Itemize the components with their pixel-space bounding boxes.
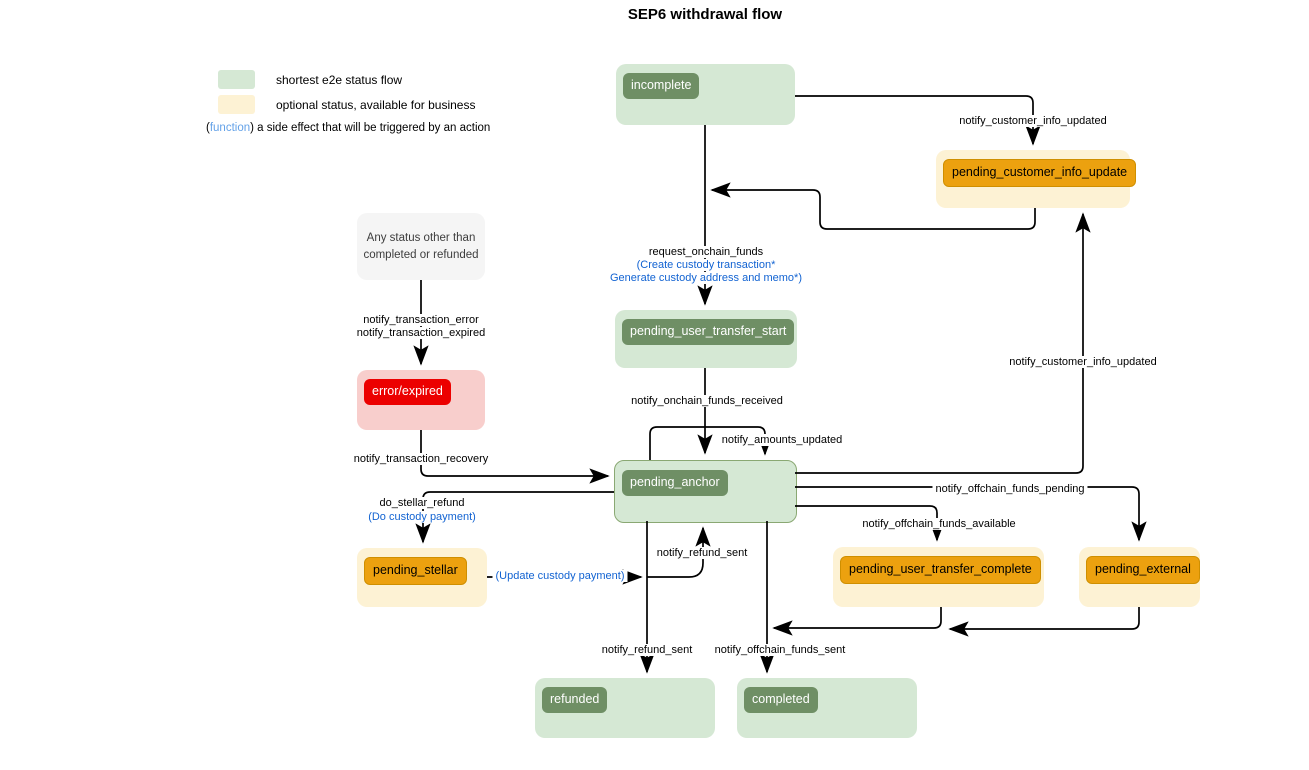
node-refunded: refunded <box>535 678 715 738</box>
node-pending-anchor: pending_anchor <box>614 460 797 523</box>
node-pending-user-transfer-complete-label: pending_user_transfer_complete <box>840 556 1041 584</box>
node-incomplete: incomplete <box>616 64 795 125</box>
node-pending-user-transfer-start-label: pending_user_transfer_start <box>622 319 795 345</box>
node-completed-label: completed <box>744 687 818 713</box>
node-refunded-label: refunded <box>542 687 608 713</box>
edge-label-do-custody-payment: (Do custody payment) <box>365 511 479 523</box>
edge-label-notify-customer-info-updated-right: notify_customer_info_updated <box>1006 356 1160 368</box>
edge-label-notify-amounts-updated: notify_amounts_updated <box>718 434 846 446</box>
node-pending-customer-info-update: pending_customer_info_update <box>936 150 1137 208</box>
legend-green-swatch <box>218 70 255 89</box>
edge-pending-anchor-to-pending-user-transfer-complete <box>795 505 945 542</box>
edge-label-notify-onchain-funds-received: notify_onchain_funds_received <box>628 395 786 407</box>
edge-label-notify-transaction-error: notify_transaction_error <box>360 314 482 326</box>
node-pending-user-transfer-complete: pending_user_transfer_complete <box>833 547 1044 607</box>
edge-label-notify-transaction-recovery: notify_transaction_recovery <box>350 453 492 465</box>
note-any-status-line2: completed or refunded <box>363 248 479 261</box>
node-pending-user-transfer-start: pending_user_transfer_start <box>615 310 797 368</box>
edge-error-expired-to-pending-anchor <box>420 430 610 484</box>
node-pending-customer-info-update-label: pending_customer_info_update <box>943 159 1137 187</box>
legend-green-label: shortest e2e status flow <box>276 73 403 87</box>
edge-label-create-custody-transaction: (Create custody transaction* <box>633 259 779 271</box>
node-error-expired-label: error/expired <box>364 379 451 405</box>
edge-pending-anchor-to-pending-external <box>795 486 1147 542</box>
edge-incomplete-to-pending-customer-info-update <box>795 95 1041 146</box>
edge-pending-customer-info-update-return <box>710 182 1036 230</box>
node-completed: completed <box>737 678 917 738</box>
edge-label-update-custody-payment: (Update custody payment) <box>492 570 628 582</box>
edge-label-notify-offchain-funds-sent: notify_offchain_funds_sent <box>711 644 849 656</box>
node-pending-external: pending_external <box>1079 547 1200 607</box>
node-pending-external-label: pending_external <box>1086 556 1200 584</box>
edge-label-do-stellar-refund: do_stellar_refund <box>376 497 468 509</box>
legend-yellow-label: optional status, available for business <box>276 98 476 112</box>
node-pending-stellar-label: pending_stellar <box>364 557 467 585</box>
node-pending-stellar: pending_stellar <box>357 548 487 607</box>
edge-label-notify-transaction-expired: notify_transaction_expired <box>353 327 489 339</box>
edge-pending-user-transfer-complete-to-completed <box>772 607 942 636</box>
edge-label-notify-offchain-funds-pending: notify_offchain_funds_pending <box>932 483 1088 495</box>
edge-label-notify-refund-sent-down: notify_refund_sent <box>598 644 696 656</box>
edge-label-notify-offchain-funds-available: notify_offchain_funds_available <box>859 518 1019 530</box>
diagram-title: SEP6 withdrawal flow <box>627 6 783 23</box>
edge-pending-anchor-to-pending-customer-info-update <box>795 212 1091 474</box>
node-incomplete-label: incomplete <box>623 73 700 99</box>
note-any-status: Any status other than completed or refun… <box>357 213 485 280</box>
edge-pending-external-to-completed <box>948 607 1140 637</box>
edge-label-notify-customer-info-updated-top: notify_customer_info_updated <box>956 115 1110 127</box>
legend-function-line: (function) a side effect that will be tr… <box>206 122 490 134</box>
node-pending-anchor-label: pending_anchor <box>622 470 728 496</box>
legend-function-desc: a side effect that will be triggered by … <box>253 122 491 134</box>
note-any-status-line1: Any status other than <box>366 231 476 244</box>
legend-function-word: function <box>209 122 251 134</box>
edge-label-notify-refund-sent-up: notify_refund_sent <box>653 547 751 559</box>
edge-label-generate-custody-address: Generate custody address and memo*) <box>607 272 805 284</box>
edge-pending-stellar-to-pending-anchor <box>647 526 711 578</box>
legend-paren-close: ) <box>250 122 254 134</box>
legend-paren-open: ( <box>206 122 210 134</box>
edge-label-request-onchain-funds: request_onchain_funds <box>645 246 767 258</box>
legend-yellow-swatch <box>218 95 255 114</box>
node-error-expired: error/expired <box>357 370 485 430</box>
edge-pending-anchor-self-loop <box>649 426 773 460</box>
